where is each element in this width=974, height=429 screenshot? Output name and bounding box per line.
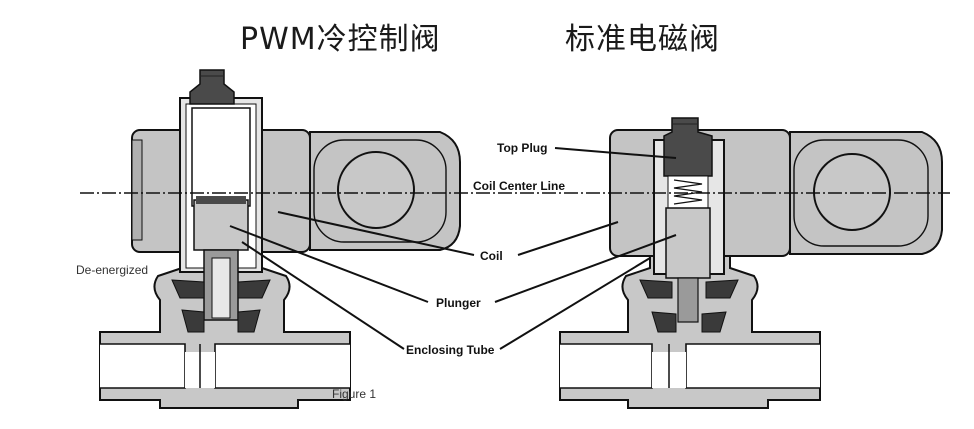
- label-figure: Figure 1: [332, 387, 376, 401]
- label-de-energized: De-energized: [76, 263, 148, 277]
- standard-valve: [559, 117, 943, 409]
- leader-lines: [229, 147, 677, 350]
- pwm-conduit-circle: [337, 151, 415, 229]
- label-coil: Coil: [480, 249, 503, 263]
- title-standard-solenoid-valve: 标准电磁阀: [565, 22, 720, 57]
- pwm-valve: [99, 69, 461, 409]
- pwm-top-fitting: [189, 69, 235, 105]
- label-enclosing-tube: Enclosing Tube: [406, 343, 495, 357]
- label-plunger: Plunger: [436, 296, 481, 310]
- standard-top-plug: [663, 117, 713, 177]
- title-pwm-valve: PWM冷控制阀: [240, 22, 441, 57]
- label-top-plug: Top Plug: [497, 141, 547, 155]
- standard-spring: [673, 179, 703, 205]
- standard-plunger: [665, 207, 711, 279]
- standard-conduit-circle: [813, 153, 891, 231]
- label-coil-center-line: Coil Center Line: [473, 179, 565, 193]
- pwm-plunger: [193, 199, 249, 251]
